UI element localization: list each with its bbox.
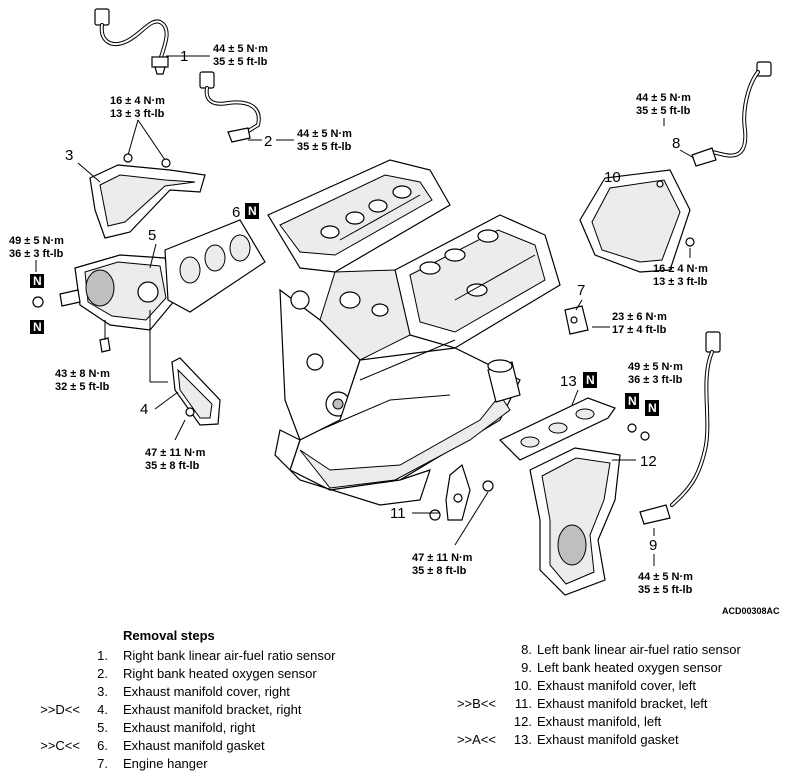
- part-3-manifold-cover-right: 16 ± 4 N·m 13 ± 3 ft-lb 3: [65, 95, 206, 239]
- step-number: 7.: [97, 756, 108, 771]
- part-2-o2-sensor-right: 2 44 ± 5 N·m 35 ± 5 ft-lb: [199, 71, 352, 153]
- n-mark: N: [33, 274, 42, 288]
- part-5-manifold-right: 5 49 ± 5 N·m 36 ± 3 ft-lb N N 43 ± 8 N·m…: [9, 227, 176, 393]
- step-label: Right bank heated oxygen sensor: [123, 666, 317, 681]
- exploded-diagram: 1 44 ± 5 N·m 35 ± 5 ft-lb 2 44 ± 5 N·m 3…: [9, 8, 780, 616]
- step-label: Exhaust manifold, right: [123, 720, 256, 735]
- torque-ftlb: 35 ± 5 ft-lb: [297, 141, 352, 153]
- torque-nm: 44 ± 5 N·m: [297, 128, 352, 140]
- torque-nm: 43 ± 8 N·m: [55, 368, 110, 380]
- callout-number: 12: [640, 453, 657, 470]
- callout-number: 9: [649, 537, 657, 554]
- step-label: Exhaust manifold bracket, left: [537, 696, 708, 711]
- part-13-gasket-left: 13 N: [498, 372, 616, 461]
- step-label: Engine hanger: [123, 756, 208, 771]
- callout-number: 10: [604, 169, 621, 186]
- step-label: Exhaust manifold, left: [537, 714, 662, 729]
- torque-ftlb: 36 ± 3 ft-lb: [628, 374, 683, 386]
- torque-nm: 16 ± 4 N·m: [653, 263, 708, 275]
- step-reference: >>A<<: [456, 732, 496, 747]
- n-mark: N: [248, 204, 257, 218]
- step-reference: >>B<<: [456, 696, 496, 711]
- torque-ftlb: 35 ± 5 ft-lb: [213, 56, 268, 68]
- removal-steps: Removal steps 1. Right bank linear air-fu…: [0, 626, 799, 783]
- step-label: Exhaust manifold cover, left: [537, 678, 696, 693]
- callout-number: 5: [148, 227, 156, 244]
- torque-nm: 49 ± 5 N·m: [9, 235, 64, 247]
- part-7-engine-hanger: 7 23 ± 6 N·m 17 ± 4 ft-lb: [564, 282, 667, 336]
- step-number: 4.: [97, 702, 108, 717]
- step-number: 5.: [97, 720, 108, 735]
- n-mark: N: [33, 320, 42, 334]
- step-number: 2.: [97, 666, 108, 681]
- step-number: 8.: [521, 642, 532, 657]
- torque-nm: 23 ± 6 N·m: [612, 311, 667, 323]
- step-number: 1.: [97, 648, 108, 663]
- torque-ftlb: 35 ± 8 ft-lb: [145, 460, 200, 472]
- step-number: 10.: [513, 678, 532, 693]
- torque-ftlb: 32 ± 5 ft-lb: [55, 381, 110, 393]
- torque-ftlb: 17 ± 4 ft-lb: [612, 324, 667, 336]
- step-label: Exhaust manifold gasket: [537, 732, 679, 747]
- diagram-code: ACD00308AC: [722, 606, 780, 616]
- torque-ftlb: 13 ± 3 ft-lb: [110, 108, 165, 120]
- torque-nm: 16 ± 4 N·m: [110, 95, 165, 107]
- step-number: 9.: [521, 660, 532, 675]
- part-8-af-sensor-left: 44 ± 5 N·m 35 ± 5 ft-lb 8: [636, 61, 772, 167]
- step-number: 6.: [97, 738, 108, 753]
- step-label: Left bank linear air-fuel ratio sensor: [537, 642, 741, 657]
- torque-nm: 47 ± 11 N·m: [145, 447, 206, 459]
- torque-nm: 47 ± 11 N·m: [412, 552, 473, 564]
- torque-ftlb: 35 ± 5 ft-lb: [636, 105, 691, 117]
- step-number: 12.: [513, 714, 532, 729]
- callout-number: 13: [560, 373, 577, 390]
- step-number: 13.: [513, 732, 532, 747]
- part-9-o2-sensor-left: 9 44 ± 5 N·m 35 ± 5 ft-lb: [638, 331, 721, 596]
- step-label: Exhaust manifold bracket, right: [123, 702, 302, 717]
- callout-number: 8: [672, 135, 680, 152]
- callout-number: 1: [180, 48, 188, 65]
- callout-number: 3: [65, 147, 73, 164]
- step-label: Right bank linear air-fuel ratio sensor: [123, 648, 336, 663]
- torque-nm: 49 ± 5 N·m: [628, 361, 683, 373]
- step-label: Exhaust manifold cover, right: [123, 684, 290, 699]
- step-label: Exhaust manifold gasket: [123, 738, 265, 753]
- part-10-manifold-cover-left: 10 16 ± 4 N·m 13 ± 3 ft-lb: [579, 169, 708, 288]
- part-4-bracket-right: 4 47 ± 11 N·m 35 ± 8 ft-lb: [140, 357, 221, 472]
- engine-illustration: [267, 159, 561, 506]
- torque-ftlb: 35 ± 5 ft-lb: [638, 584, 693, 596]
- part-11-bracket-left: 11 47 ± 11 N·m 35 ± 8 ft-lb: [390, 463, 494, 577]
- n-mark: N: [648, 401, 657, 415]
- torque-nm: 44 ± 5 N·m: [638, 571, 693, 583]
- step-number: 3.: [97, 684, 108, 699]
- callout-number: 6: [232, 204, 240, 221]
- torque-ftlb: 13 ± 3 ft-lb: [653, 276, 708, 288]
- callout-number: 7: [577, 282, 585, 299]
- n-mark: N: [586, 373, 595, 387]
- torque-nm: 44 ± 5 N·m: [213, 43, 268, 55]
- removal-steps-title: Removal steps: [123, 628, 215, 643]
- part-1-af-sensor-right: 1 44 ± 5 N·m 35 ± 5 ft-lb: [94, 8, 268, 75]
- torque-nm: 44 ± 5 N·m: [636, 92, 691, 104]
- torque-ftlb: 36 ± 3 ft-lb: [9, 248, 64, 260]
- step-number: 11.: [514, 696, 532, 711]
- n-mark: N: [628, 394, 637, 408]
- part-6-gasket-right: 6 N: [164, 203, 266, 313]
- callout-number: 2: [264, 133, 272, 150]
- callout-number: 11: [390, 505, 406, 522]
- part-12-manifold-left: 49 ± 5 N·m 36 ± 3 ft-lb N N 12: [529, 361, 683, 596]
- step-label: Left bank heated oxygen sensor: [537, 660, 723, 675]
- step-reference: >>D<<: [40, 702, 80, 717]
- step-reference: >>C<<: [40, 738, 80, 753]
- torque-ftlb: 35 ± 8 ft-lb: [412, 565, 467, 577]
- callout-number: 4: [140, 401, 148, 418]
